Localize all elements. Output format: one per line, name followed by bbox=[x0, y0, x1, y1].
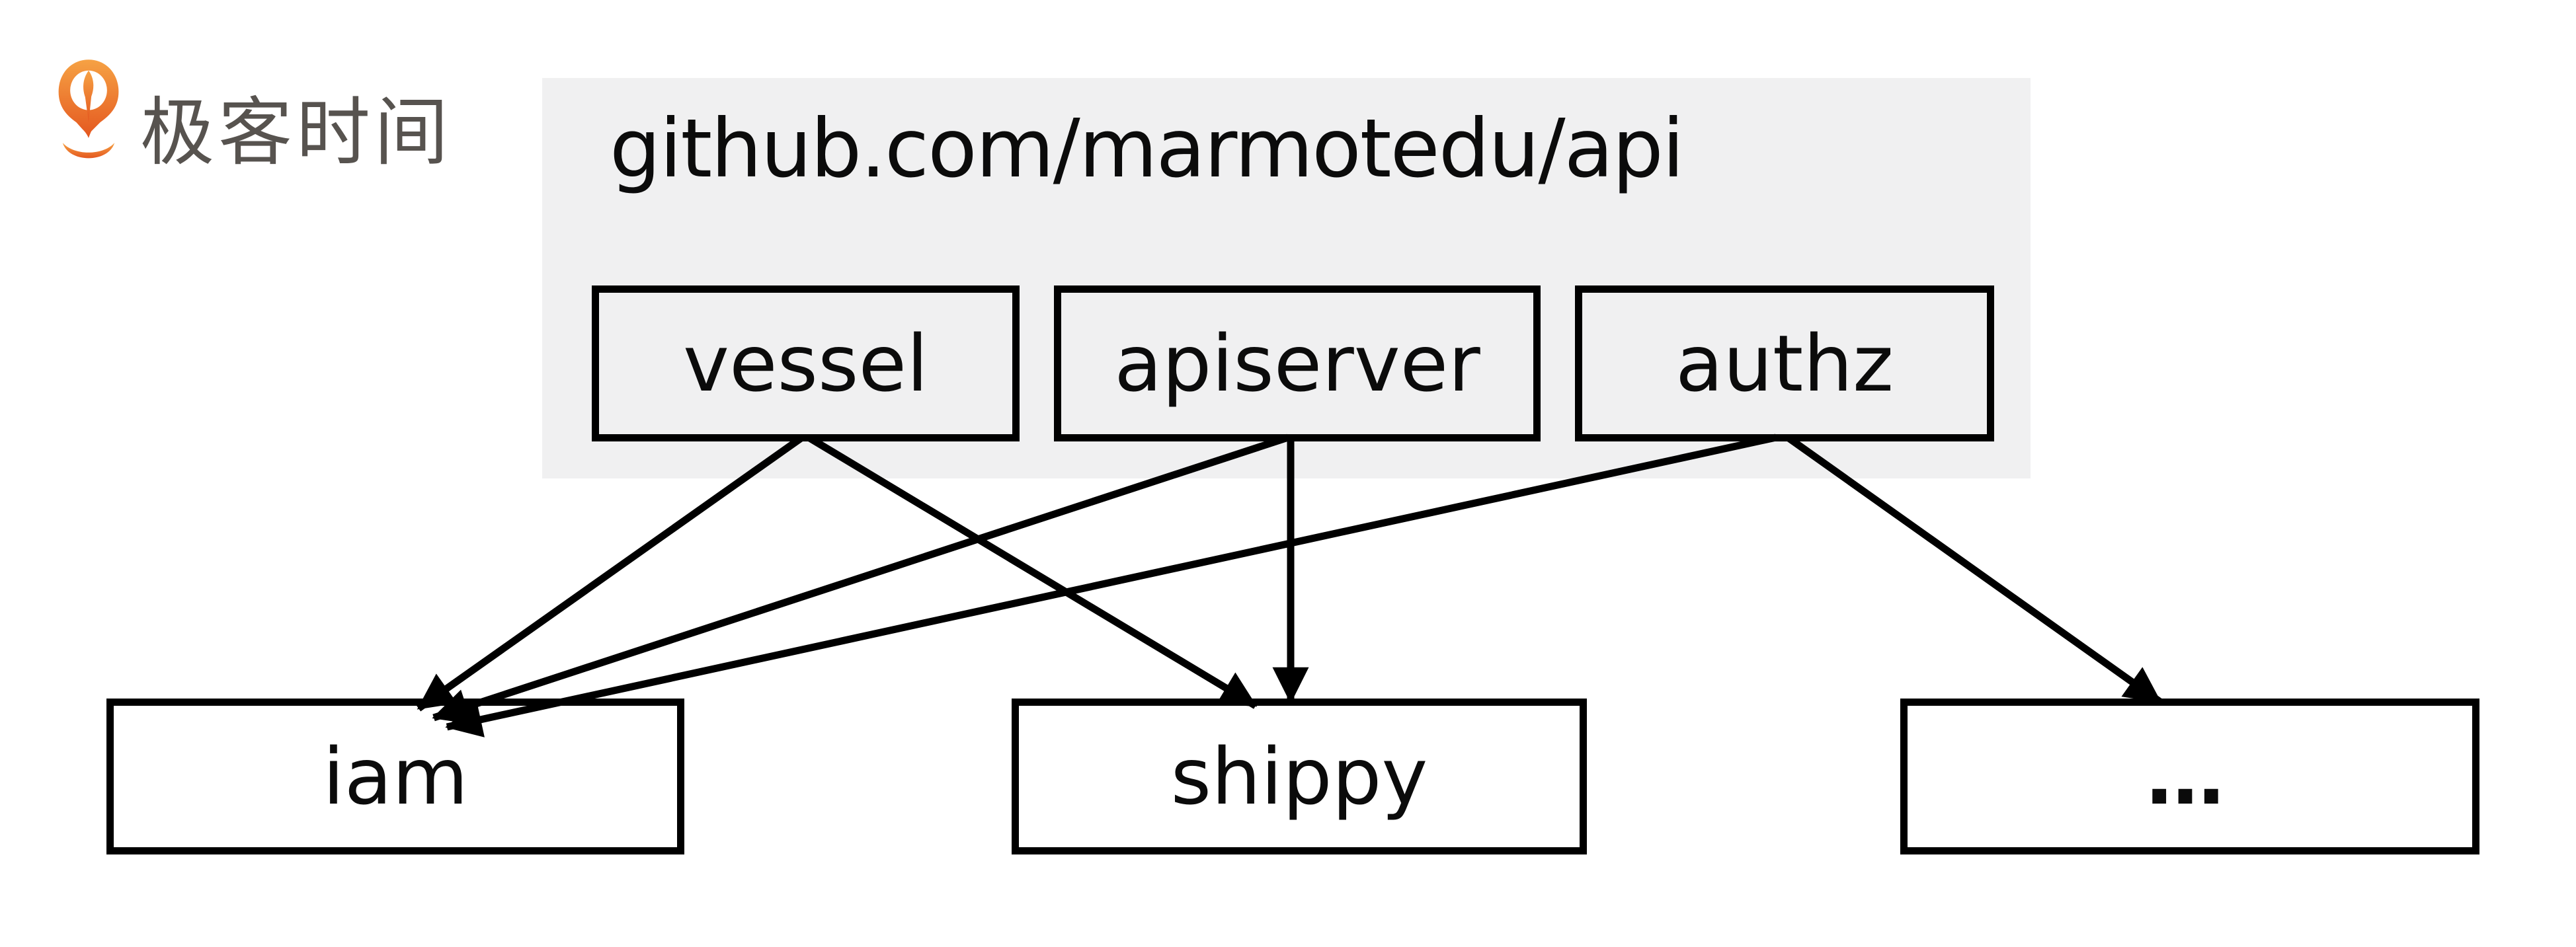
module-label-vessel: vessel bbox=[683, 318, 928, 409]
arrow-apiserver-to-iam bbox=[432, 434, 1289, 724]
module-box-apiserver: apiserver bbox=[1054, 285, 1541, 441]
arrow-authz-to-iam bbox=[445, 434, 1777, 738]
module-label-authz: authz bbox=[1675, 318, 1894, 409]
project-box-shippy: shippy bbox=[1012, 699, 1587, 854]
project-box-iam: iam bbox=[106, 699, 684, 854]
project-label-shippy: shippy bbox=[1170, 731, 1428, 822]
module-box-vessel: vessel bbox=[592, 285, 1020, 441]
repo-title: github.com/marmotedu/api bbox=[610, 102, 1685, 196]
project-label-iam: iam bbox=[322, 731, 469, 822]
repo-panel: github.com/marmotedu/api vessel apiserve… bbox=[542, 78, 2031, 478]
project-box-ellipsis: … bbox=[1900, 699, 2479, 854]
geektime-logo-icon bbox=[58, 59, 119, 159]
geektime-logo: 极客时间 bbox=[46, 54, 448, 184]
brand-name: 极客时间 bbox=[140, 90, 452, 176]
module-box-authz: authz bbox=[1575, 285, 1994, 441]
module-label-apiserver: apiserver bbox=[1114, 318, 1480, 409]
project-label-ellipsis: … bbox=[2146, 731, 2234, 822]
